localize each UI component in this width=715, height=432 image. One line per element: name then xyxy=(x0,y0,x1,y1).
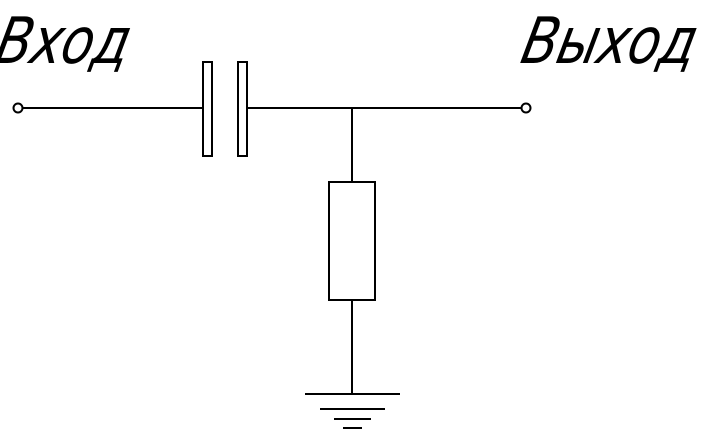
input-terminal xyxy=(12,102,24,114)
capacitor xyxy=(202,61,248,157)
capacitor-plate-right xyxy=(237,61,248,157)
capacitor-plate-left xyxy=(202,61,213,157)
ground xyxy=(305,393,400,429)
resistor xyxy=(328,181,376,301)
output-terminal xyxy=(520,102,532,114)
